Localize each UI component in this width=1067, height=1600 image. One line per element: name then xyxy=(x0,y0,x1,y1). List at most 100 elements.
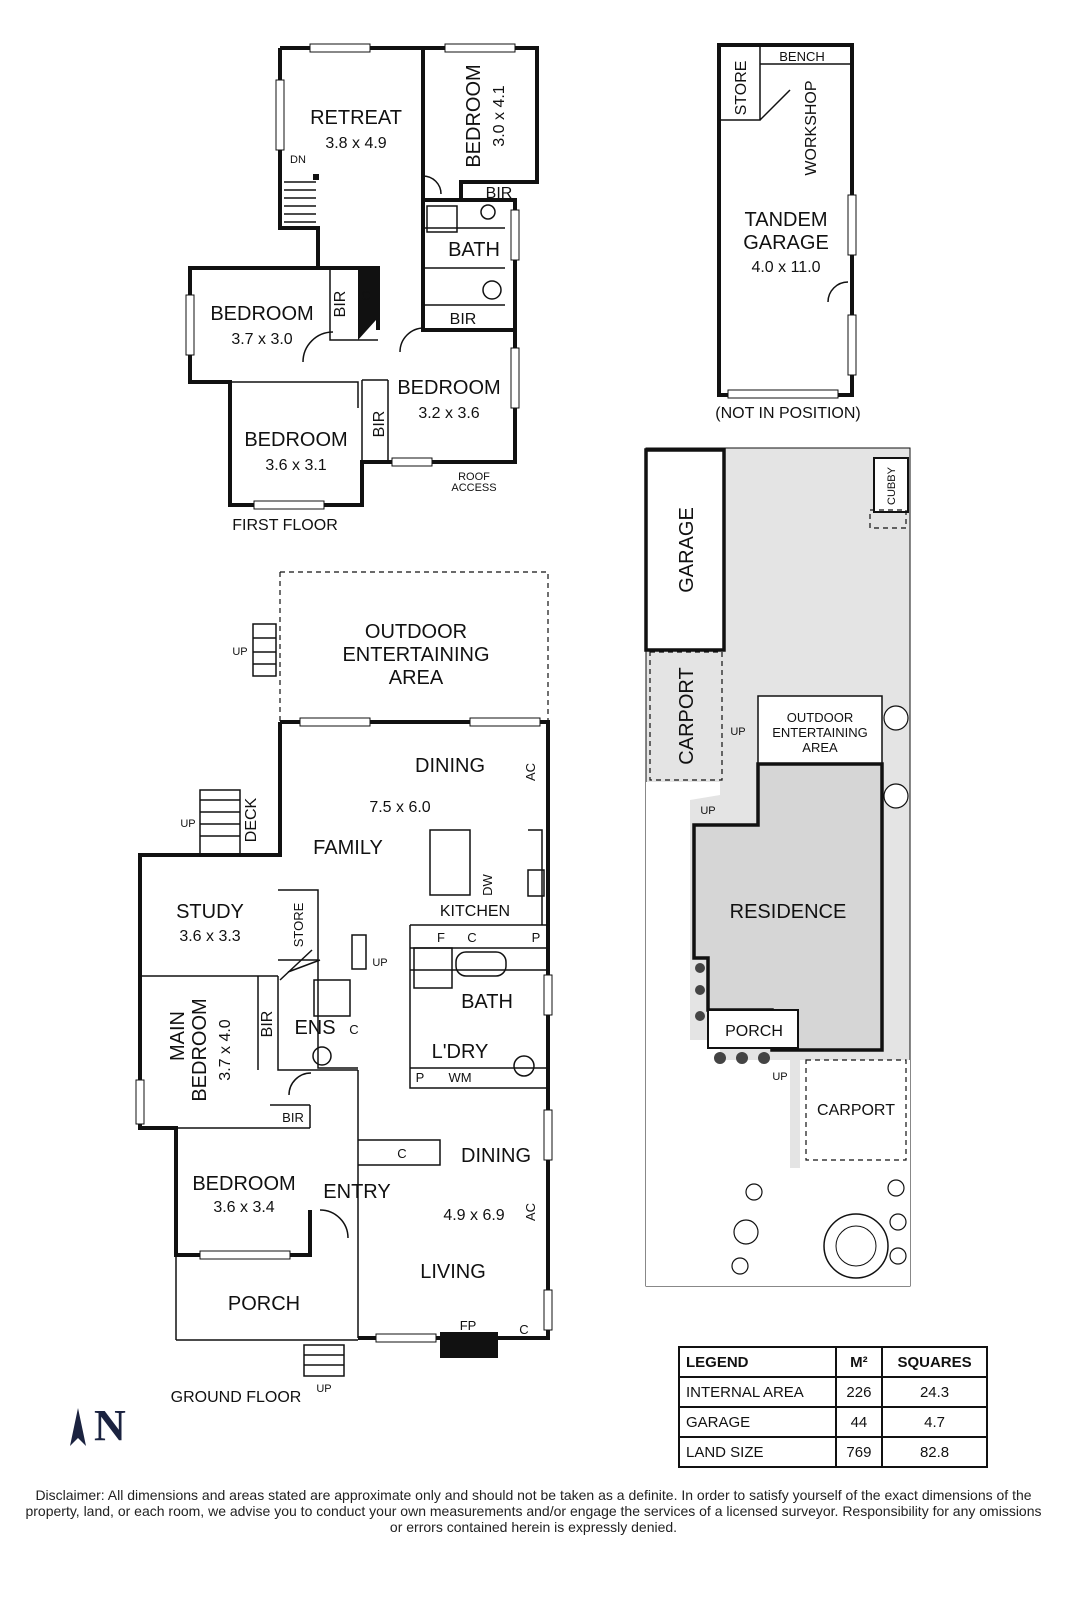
north-compass: N xyxy=(64,1400,144,1460)
north-arrow-icon xyxy=(70,1408,86,1446)
fp-label: FP xyxy=(460,1318,477,1333)
workshop-label: WORKSHOP xyxy=(803,80,820,175)
tandem-garage-label-2: GARAGE xyxy=(743,232,829,254)
area-legend-table: LEGEND M² SQUARES INTERNAL AREA 226 24.3… xyxy=(678,1346,988,1468)
dining-size: 4.9 x 6.9 xyxy=(443,1207,504,1224)
retreat-label: RETREAT xyxy=(310,107,402,129)
bench-label: BENCH xyxy=(779,49,825,64)
site-up-label-2: UP xyxy=(700,805,715,817)
site-up-label-3: UP xyxy=(772,1071,787,1083)
first-floor-plan xyxy=(185,43,539,510)
site-outdoor-label-2: ENTERTAINING xyxy=(772,725,868,740)
porch-gf-label: PORCH xyxy=(228,1293,300,1315)
legend-row-m2: 226 xyxy=(834,1376,884,1408)
c-label-living: C xyxy=(519,1322,528,1337)
p-label-laundry: P xyxy=(416,1070,425,1085)
dining-label: DINING xyxy=(461,1145,531,1167)
legend-row-m2: 44 xyxy=(834,1406,884,1438)
site-outdoor-label-1: OUTDOOR xyxy=(787,710,853,725)
bir-sw-label: BIR xyxy=(371,411,388,438)
outdoor-ent-label-3: AREA xyxy=(389,667,444,689)
site-carport-top-label: CARPORT xyxy=(676,667,698,764)
bir-mid-label: BIR xyxy=(450,311,477,328)
study-size: 3.6 x 3.3 xyxy=(179,928,240,945)
dining-top-label: DINING xyxy=(415,755,485,777)
roof-access-label-2: ACCESS xyxy=(451,482,496,494)
bedroom-sw-size: 3.6 x 3.1 xyxy=(265,457,326,474)
bedroom-gf-label: BEDROOM xyxy=(192,1173,295,1195)
outdoor-ent-label-1: OUTDOOR xyxy=(365,621,467,643)
bath-gf-label: BATH xyxy=(461,991,513,1013)
up-label-outdoor: UP xyxy=(232,646,247,658)
site-up-label-1: UP xyxy=(730,726,745,738)
bedroom-ne-label: BEDROOM xyxy=(463,64,485,167)
family-label: FAMILY xyxy=(313,837,383,859)
family-size: 7.5 x 6.0 xyxy=(369,799,430,816)
up-label-deck: UP xyxy=(180,818,195,830)
bir-ne-label: BIR xyxy=(486,185,513,202)
c-label-hall: C xyxy=(397,1146,406,1161)
site-plan xyxy=(644,447,911,1287)
bir-w-label: BIR xyxy=(332,291,349,318)
up-label-stair: UP xyxy=(372,957,387,969)
tandem-garage-size: 4.0 x 11.0 xyxy=(751,259,820,276)
legend-row-label: LAND SIZE xyxy=(678,1436,837,1468)
ground-stair xyxy=(279,934,367,981)
outdoor-ent-label-2: ENTERTAINING xyxy=(342,644,489,666)
legend-row-squares: 24.3 xyxy=(881,1376,988,1408)
store-gf-label: STORE xyxy=(291,902,306,947)
ground-floor-plan xyxy=(135,571,553,1377)
dw-label: DW xyxy=(480,873,495,895)
main-bedroom-label-1: MAIN xyxy=(167,1011,189,1061)
bir-ens-label: BIR xyxy=(259,1011,276,1038)
bedroom-gf-size: 3.6 x 3.4 xyxy=(213,1199,274,1216)
legend-header-label: LEGEND xyxy=(678,1346,837,1378)
entry-label: ENTRY xyxy=(323,1181,390,1203)
c-label-ens: C xyxy=(349,1022,358,1037)
first-floor-stair xyxy=(284,174,319,223)
residence-label: RESIDENCE xyxy=(730,901,847,923)
retreat-size: 3.8 x 4.9 xyxy=(325,135,386,152)
site-carport-bottom-label: CARPORT xyxy=(817,1102,895,1119)
dn-label: DN xyxy=(290,154,306,166)
legend-row-squares: 4.7 xyxy=(881,1406,988,1438)
not-in-position-note: (NOT IN POSITION) xyxy=(715,405,860,422)
bath-ff-label: BATH xyxy=(448,239,500,261)
laundry-label: L'DRY xyxy=(432,1041,489,1063)
north-label: N xyxy=(94,1401,126,1450)
first-floor-title: FIRST FLOOR xyxy=(232,517,338,534)
site-garage-label: GARAGE xyxy=(676,507,698,593)
legend-row: LAND SIZE 769 82.8 xyxy=(678,1436,988,1468)
bedroom-e-size: 3.2 x 3.6 xyxy=(418,405,479,422)
cubby-label: CUBBY xyxy=(886,466,898,505)
tandem-garage-plan xyxy=(717,43,857,399)
kitchen-label: KITCHEN xyxy=(440,903,510,920)
up-label-porch: UP xyxy=(316,1383,331,1395)
legend-row: INTERNAL AREA 226 24.3 xyxy=(678,1376,988,1408)
cupboard-ff-label: C xyxy=(361,288,370,303)
legend-row-label: INTERNAL AREA xyxy=(678,1376,837,1408)
legend-header-squares: SQUARES xyxy=(881,1346,988,1378)
bedroom-w-size: 3.7 x 3.0 xyxy=(231,331,292,348)
tandem-garage-label-1: TANDEM xyxy=(745,209,828,231)
ac-label-bottom: AC xyxy=(523,1203,538,1221)
study-label: STUDY xyxy=(176,901,244,923)
main-bedroom-size: 3.7 x 4.0 xyxy=(217,1019,234,1080)
bedroom-sw-label: BEDROOM xyxy=(244,429,347,451)
legend-row-squares: 82.8 xyxy=(881,1436,988,1468)
living-label: LIVING xyxy=(420,1261,486,1283)
deck-label: DECK xyxy=(243,797,260,842)
store-label: STORE xyxy=(733,61,750,116)
site-outdoor-label-3: AREA xyxy=(802,740,838,755)
legend-row-m2: 769 xyxy=(834,1436,884,1468)
site-porch-label: PORCH xyxy=(725,1023,783,1040)
bir-gf-label: BIR xyxy=(282,1110,304,1125)
roof-access-label-1: ROOF xyxy=(458,471,490,483)
main-bedroom-label-2: BEDROOM xyxy=(189,998,211,1101)
legend-row: GARAGE 44 4.7 xyxy=(678,1406,988,1438)
c-label-kitchen: C xyxy=(467,930,476,945)
bedroom-e-label: BEDROOM xyxy=(397,377,500,399)
legend-header-m2: M² xyxy=(834,1346,884,1378)
ground-floor-title: GROUND FLOOR xyxy=(171,1389,302,1406)
